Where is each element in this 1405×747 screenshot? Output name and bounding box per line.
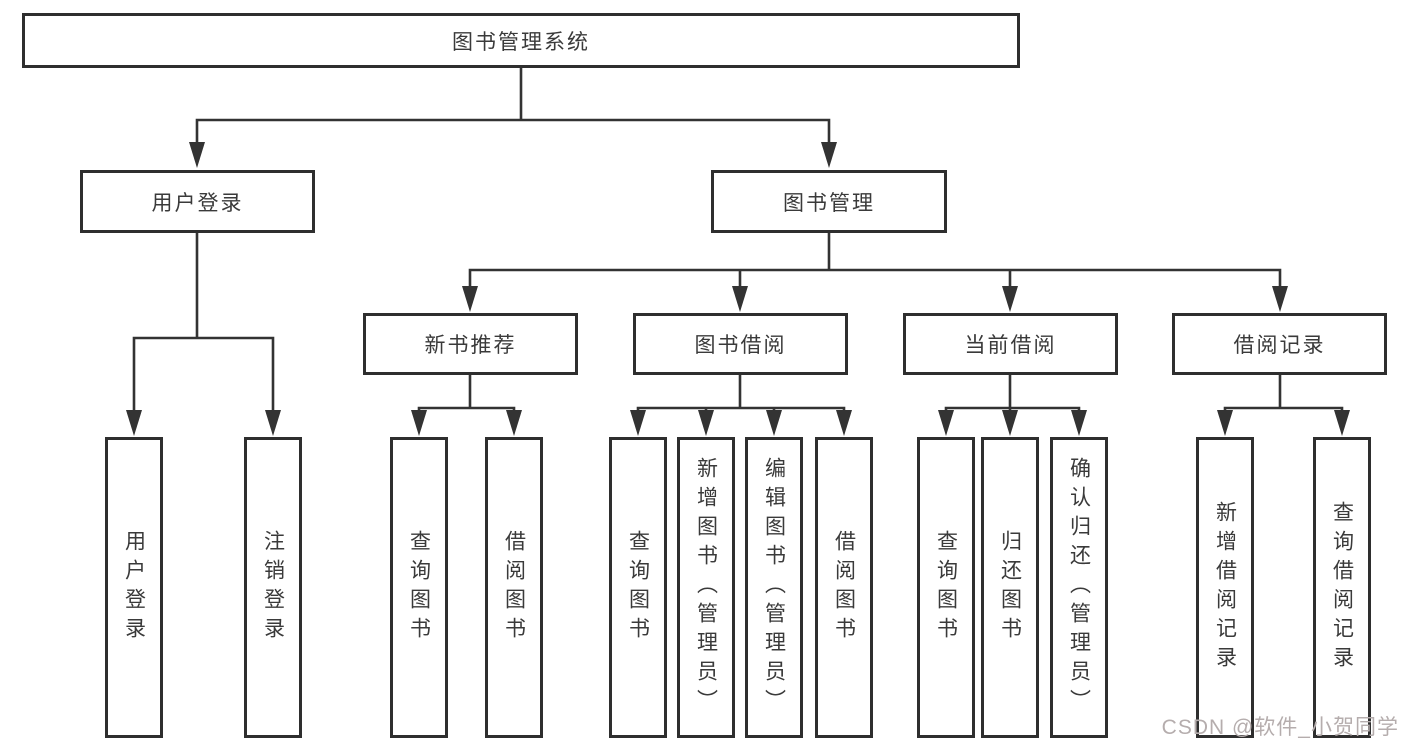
leaf-confirm-return-admin: 确认归还（管理员） (1050, 437, 1108, 738)
arrow-down-icon (1071, 410, 1087, 436)
node-borrow-records: 借阅记录 (1172, 313, 1387, 375)
arrow-down-icon (1217, 410, 1233, 436)
connector-root-to-level2 (195, 66, 831, 146)
node-user-login: 用户登录 (80, 170, 315, 233)
arrow-down-icon (265, 410, 281, 436)
leaf-user-login: 用户登录 (105, 437, 163, 738)
arrow-down-icon (766, 410, 782, 436)
leaf-query-books-recommend: 查询图书 (390, 437, 448, 738)
node-book-management: 图书管理 (711, 170, 947, 233)
arrow-down-icon (462, 286, 478, 312)
arrow-down-icon (1272, 286, 1288, 312)
connector-book-mgmt-to-level3 (468, 231, 1282, 291)
arrow-down-icon (1002, 410, 1018, 436)
leaf-edit-books-admin: 编辑图书（管理员） (745, 437, 803, 738)
connector-user-login-to-leaves (132, 231, 275, 414)
arrow-down-icon (411, 410, 427, 436)
arrowheads (126, 142, 1350, 436)
arrow-down-icon (189, 142, 205, 168)
arrow-down-icon (821, 142, 837, 168)
connector-current-borrow-to-leaves (944, 373, 1081, 416)
arrow-down-icon (506, 410, 522, 436)
arrow-down-icon (732, 286, 748, 312)
connector-new-book-rec-to-leaves (417, 373, 516, 416)
connector-paths (132, 66, 1344, 416)
leaf-query-borrow-record: 查询借阅记录 (1313, 437, 1371, 738)
leaf-logout: 注销登录 (244, 437, 302, 738)
arrow-down-icon (126, 410, 142, 436)
connector-borrow-records-to-leaves (1223, 373, 1344, 416)
csdn-watermark: CSDN @软件_小贺同学 (1161, 716, 1399, 739)
arrow-down-icon (836, 410, 852, 436)
leaf-add-books-admin: 新增图书（管理员） (677, 437, 735, 738)
node-new-book-recommend: 新书推荐 (363, 313, 578, 375)
leaf-query-books-borrow: 查询图书 (609, 437, 667, 738)
node-book-management-system: 图书管理系统 (22, 13, 1020, 68)
connector-book-borrow-to-leaves (636, 373, 846, 416)
node-book-borrow: 图书借阅 (633, 313, 848, 375)
arrow-down-icon (938, 410, 954, 436)
leaf-borrow-books-recommend: 借阅图书 (485, 437, 543, 738)
node-current-borrow: 当前借阅 (903, 313, 1118, 375)
leaf-add-borrow-record: 新增借阅记录 (1196, 437, 1254, 738)
arrow-down-icon (698, 410, 714, 436)
arrow-down-icon (1334, 410, 1350, 436)
leaf-query-books-current: 查询图书 (917, 437, 975, 738)
leaf-return-books: 归还图书 (981, 437, 1039, 738)
arrow-down-icon (630, 410, 646, 436)
leaf-borrow-books: 借阅图书 (815, 437, 873, 738)
arrow-down-icon (1002, 286, 1018, 312)
